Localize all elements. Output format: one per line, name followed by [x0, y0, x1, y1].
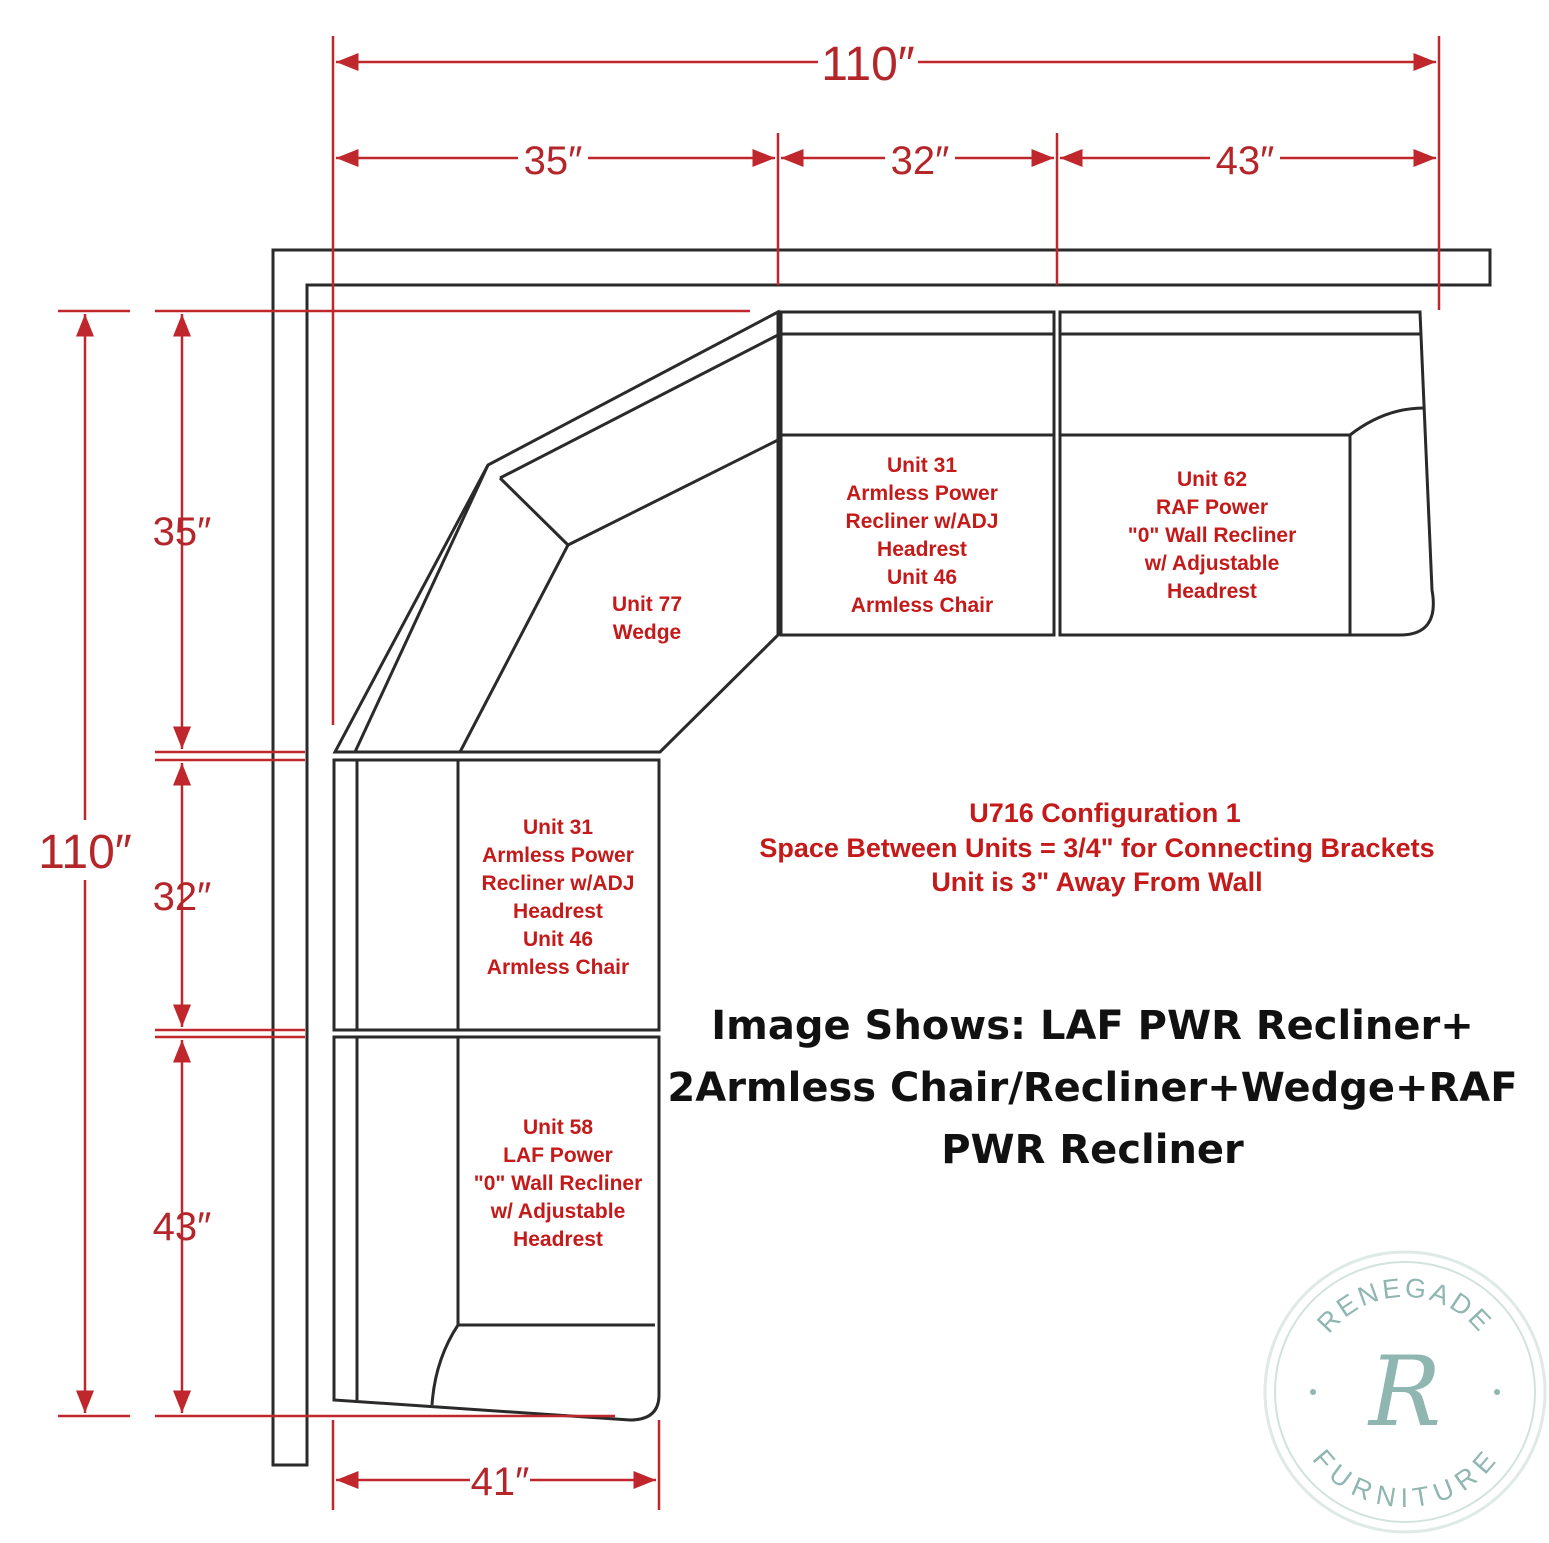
dim-left-seg-3: 43″ — [153, 1205, 212, 1249]
label-unit77: Unit 77 Wedge — [612, 593, 682, 644]
svg-text:Headrest: Headrest — [513, 900, 603, 923]
svg-text:Headrest: Headrest — [1167, 580, 1257, 603]
label-left-armless: Unit 31 Armless Power Recliner w/ADJ Hea… — [482, 816, 635, 979]
svg-text:"0" Wall Recliner: "0" Wall Recliner — [474, 1172, 643, 1195]
svg-text:Recliner w/ADJ: Recliner w/ADJ — [482, 872, 635, 895]
configuration-notes: U716 Configuration 1 Space Between Units… — [759, 798, 1434, 897]
image-shows-caption: Image Shows: LAF PWR Recliner+ 2Armless … — [660, 995, 1525, 1181]
dim-left-total: 110″ — [38, 826, 132, 879]
svg-text:Armless Chair: Armless Chair — [851, 594, 993, 617]
svg-text:w/ Adjustable: w/ Adjustable — [490, 1200, 626, 1223]
label-top-armless: Unit 31 Armless Power Recliner w/ADJ Hea… — [846, 454, 999, 617]
renegade-furniture-logo: RENEGADE FURNITURE R — [1263, 1250, 1547, 1534]
svg-text:Armless Power: Armless Power — [846, 482, 998, 505]
wall-outline — [271, 248, 1492, 1467]
svg-text:Armless Chair: Armless Chair — [487, 956, 629, 979]
svg-text:LAF Power: LAF Power — [503, 1144, 613, 1167]
note-config: U716 Configuration 1 — [969, 798, 1241, 828]
svg-text:Unit 46: Unit 46 — [887, 566, 957, 589]
dim-left-seg-2: 32″ — [153, 875, 212, 919]
dim-top-seg-2: 32″ — [891, 139, 950, 183]
svg-text:Recliner w/ADJ: Recliner w/ADJ — [846, 510, 999, 533]
svg-text:Unit 77: Unit 77 — [612, 593, 682, 616]
svg-text:Armless Power: Armless Power — [482, 844, 634, 867]
dim-bottom: 41″ — [471, 1460, 530, 1504]
dim-top-seg-1: 35″ — [524, 139, 583, 183]
svg-text:Unit 58: Unit 58 — [523, 1116, 593, 1139]
svg-text:w/ Adjustable: w/ Adjustable — [1144, 552, 1280, 575]
svg-text:Wedge: Wedge — [613, 621, 681, 644]
label-unit58: Unit 58 LAF Power "0" Wall Recliner w/ A… — [474, 1116, 643, 1251]
dim-top-seg-3: 43″ — [1216, 139, 1275, 183]
note-wall: Unit is 3" Away From Wall — [931, 867, 1262, 897]
svg-text:RAF Power: RAF Power — [1156, 496, 1268, 519]
note-spacing: Space Between Units = 3/4" for Connectin… — [759, 833, 1434, 863]
svg-text:Unit 31: Unit 31 — [887, 454, 957, 477]
caption-line-1: Image Shows: LAF PWR Recliner+ — [711, 1003, 1474, 1049]
dimension-lines — [58, 36, 1441, 1510]
caption-line-3: PWR Recliner — [941, 1127, 1244, 1173]
svg-text:Unit 62: Unit 62 — [1177, 468, 1247, 491]
caption-line-2: 2Armless Chair/Recliner+Wedge+RAF — [667, 1065, 1518, 1111]
sofa-outline — [332, 309, 1435, 1422]
dim-left-seg-1: 35″ — [153, 510, 212, 554]
svg-text:Headrest: Headrest — [877, 538, 967, 561]
svg-text:Unit 46: Unit 46 — [523, 928, 593, 951]
svg-text:"0" Wall Recliner: "0" Wall Recliner — [1128, 524, 1297, 547]
dimension-label-gaps — [30, 36, 1280, 1500]
svg-text:Unit 31: Unit 31 — [523, 816, 593, 839]
label-unit62: Unit 62 RAF Power "0" Wall Recliner w/ A… — [1128, 468, 1297, 603]
svg-text:Headrest: Headrest — [513, 1228, 603, 1251]
logo-monogram: R — [1367, 1336, 1441, 1448]
dim-top-total: 110″ — [821, 38, 915, 91]
